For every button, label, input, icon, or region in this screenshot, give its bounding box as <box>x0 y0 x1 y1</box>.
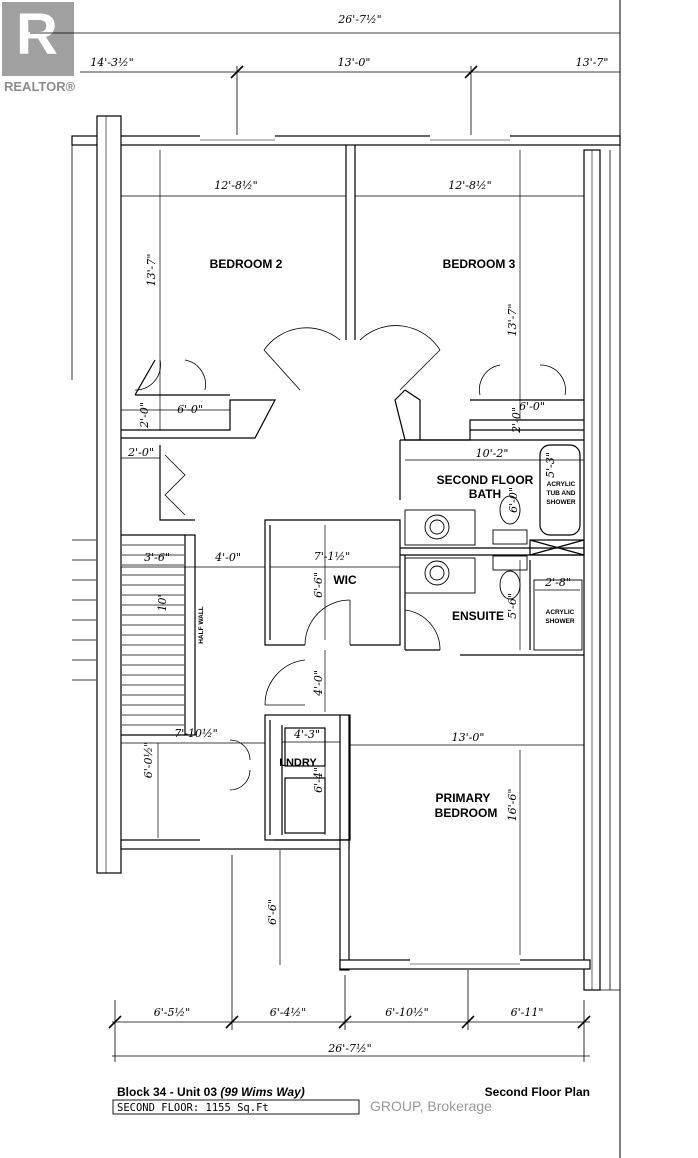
top-dimensions: 26'-7½" 14'-3½" 13'-0" 13'-7" <box>30 13 620 135</box>
ensuite-sink-icon <box>424 560 450 586</box>
label-acrylic-tub-3: SHOWER <box>546 499 576 506</box>
dim-wic-width: 7'-1½" <box>314 550 350 563</box>
dim-bath-depth: 6'-0" <box>507 487 520 513</box>
dim-top-right: 13'-7" <box>576 56 609 69</box>
bath-sink-icon <box>424 514 450 540</box>
room-label-primary-1: PRIMARY <box>436 791 491 805</box>
dim-bottom-3: 6'-10½" <box>385 1006 428 1019</box>
dim-bottom-4: 6'-11" <box>511 1006 544 1019</box>
door-swings <box>134 325 566 791</box>
realtor-logo-box <box>2 2 74 76</box>
footer-unit-address: (99 Wims Way) <box>220 1085 304 1099</box>
dim-top-overall: 26'-7½" <box>337 13 381 26</box>
dim-bed3-depth: 13'-7" <box>506 304 519 337</box>
dim-top-left: 14'-3½" <box>90 56 133 69</box>
dim-bed3-width: 12'-8½" <box>448 179 491 192</box>
dim-bed2-width: 12'-8½" <box>214 179 257 192</box>
dim-closet-left: 6'-0" <box>177 403 203 416</box>
bath-fixtures <box>404 495 583 651</box>
room-label-second-floor-bath-2: BATH <box>469 487 501 501</box>
realtor-logo-r-icon: R <box>16 2 58 67</box>
footer-area-box <box>112 1099 360 1115</box>
footer-unit-prefix: Block 34 - Unit 03 <box>117 1085 217 1099</box>
label-acrylic-tub-2: TUB AND <box>546 490 575 497</box>
stair-treads <box>72 539 184 726</box>
dim-hall-lower: 4'-0" <box>312 670 325 697</box>
room-label-bedroom-2: BEDROOM 2 <box>210 257 283 271</box>
bath-toilet-icon <box>499 495 521 525</box>
room-label-wic: WIC <box>333 573 357 587</box>
dim-closet-right-depth: 2'-0" <box>510 407 523 434</box>
label-acrylic-shower-2: SHOWER <box>545 618 575 625</box>
bottom-dimensions <box>108 855 591 1062</box>
dim-linen: 2'-0" <box>127 446 154 459</box>
dim-bath-width: 10'-2" <box>476 447 509 460</box>
room-label-primary-2: BEDROOM <box>435 806 498 820</box>
dim-primary-depth: 16'-6" <box>506 789 519 822</box>
dim-bottom-2: 6'-4½" <box>270 1006 306 1019</box>
acrylic-shower <box>533 579 583 651</box>
dim-bump-depth: 6'-6" <box>266 899 279 925</box>
exterior-walls <box>71 115 621 991</box>
dim-bottom-overall: 26'-7½" <box>327 1042 371 1055</box>
dim-landing-width: 7'-10½" <box>174 727 217 740</box>
dim-landing-depth: 6'-0½" <box>142 742 155 778</box>
footer-plan-name: Second Floor Plan <box>485 1085 590 1099</box>
dim-lndry-depth: 6'-4" <box>312 767 325 793</box>
realtor-logo-text: REALTOR® <box>4 79 76 94</box>
dim-stair-run: 10' <box>156 594 169 611</box>
dim-closet-left-depth: 2'-0" <box>138 402 151 429</box>
footer-watermark: GROUP, Brokerage <box>370 1098 492 1114</box>
room-label-ensuite: ENSUITE <box>452 609 504 623</box>
dim-closet-right: 6'-0" <box>519 400 545 413</box>
dim-bed2-depth: 13'-7" <box>145 254 158 287</box>
room-label-bedroom-3: BEDROOM 3 <box>443 257 516 271</box>
dim-wic-depth: 6'-6" <box>312 572 325 598</box>
realtor-logo: R REALTOR® <box>2 2 76 94</box>
label-half-wall: HALF WALL <box>198 606 205 644</box>
label-acrylic-tub-1: ACRYLIC <box>547 481 576 488</box>
room-label-lndry: LNDRY <box>279 757 317 769</box>
dim-ensuite-depth: 5'-6" <box>506 593 519 619</box>
dim-bottom-1: 6'-5½" <box>154 1006 190 1019</box>
dim-hall-width: 4'-0" <box>214 551 241 564</box>
dim-stair-width: 3'-6" <box>144 551 170 564</box>
dim-primary-width: 13'-0" <box>452 731 485 744</box>
footer-unit-title: Block 34 - Unit 03 (99 Wims Way) <box>117 1085 305 1099</box>
dim-top-mid: 13'-0" <box>338 56 371 69</box>
dim-shower-width: 2'-8" <box>544 576 571 589</box>
dimension-lines <box>121 150 584 965</box>
dim-lndry-width: 4'-3" <box>293 728 320 741</box>
footer-area-text: SECOND FLOOR: 1155 Sq.Ft <box>117 1102 269 1114</box>
bath-vanity <box>404 509 476 546</box>
ensuite-vanity <box>404 557 476 594</box>
room-label-second-floor-bath-1: SECOND FLOOR <box>437 473 534 487</box>
label-acrylic-shower-1: ACRYLIC <box>546 609 575 616</box>
interior-walls <box>121 145 585 841</box>
dim-bath-tub: 5'-3" <box>544 452 557 478</box>
